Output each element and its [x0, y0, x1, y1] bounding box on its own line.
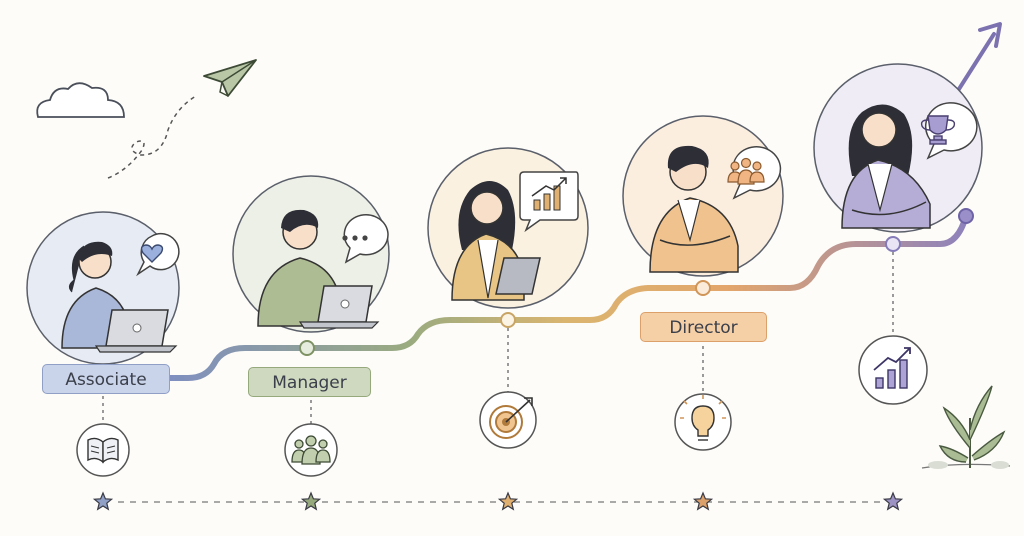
flight-path — [107, 95, 197, 179]
cloud-icon — [36, 82, 125, 118]
milestone-node — [885, 236, 901, 252]
timeline-star — [92, 491, 114, 511]
book-icon — [87, 437, 119, 464]
paper-plane-icon — [203, 59, 257, 97]
timeline-star — [882, 491, 904, 511]
target-icon — [489, 397, 533, 439]
star-icon — [92, 491, 904, 511]
timeline-star — [692, 491, 714, 511]
profile-director — [622, 115, 784, 277]
book-icon-circle — [76, 423, 130, 477]
heart-icon — [140, 244, 164, 263]
team-icon-circle — [284, 423, 338, 477]
plant-icon — [921, 385, 1011, 469]
timeline-star — [300, 491, 322, 511]
bar-chart-icon — [531, 177, 567, 211]
career-path-line — [167, 213, 969, 381]
team-icon — [291, 435, 331, 465]
trophy-icon — [920, 115, 956, 145]
growth-chart-icon-circle — [858, 335, 928, 405]
lightbulb-icon-circle — [674, 393, 732, 451]
bubble-group — [727, 146, 782, 200]
group-icon — [727, 157, 765, 185]
bubble-ellipsis — [342, 214, 389, 264]
bubble-bar-chart — [519, 171, 579, 233]
stage-label-director: Director — [640, 312, 767, 342]
milestone-node — [695, 280, 711, 296]
lightbulb-icon — [680, 395, 726, 441]
bubble-heart — [136, 232, 180, 277]
milestone-node — [500, 312, 516, 328]
bubble-trophy — [920, 102, 978, 160]
connector-lines — [102, 252, 894, 424]
path-end-node — [958, 208, 974, 224]
profile-manager — [232, 175, 390, 333]
milestone-node — [299, 340, 315, 356]
ellipsis-icon — [342, 235, 368, 241]
growth-chart-icon — [873, 347, 911, 389]
arrow-up-icon — [950, 22, 1002, 102]
timeline-star — [497, 491, 519, 511]
stage-label-associate: Associate — [42, 364, 170, 394]
stage-label-manager: Manager — [248, 367, 371, 397]
target-icon-circle — [479, 391, 537, 449]
